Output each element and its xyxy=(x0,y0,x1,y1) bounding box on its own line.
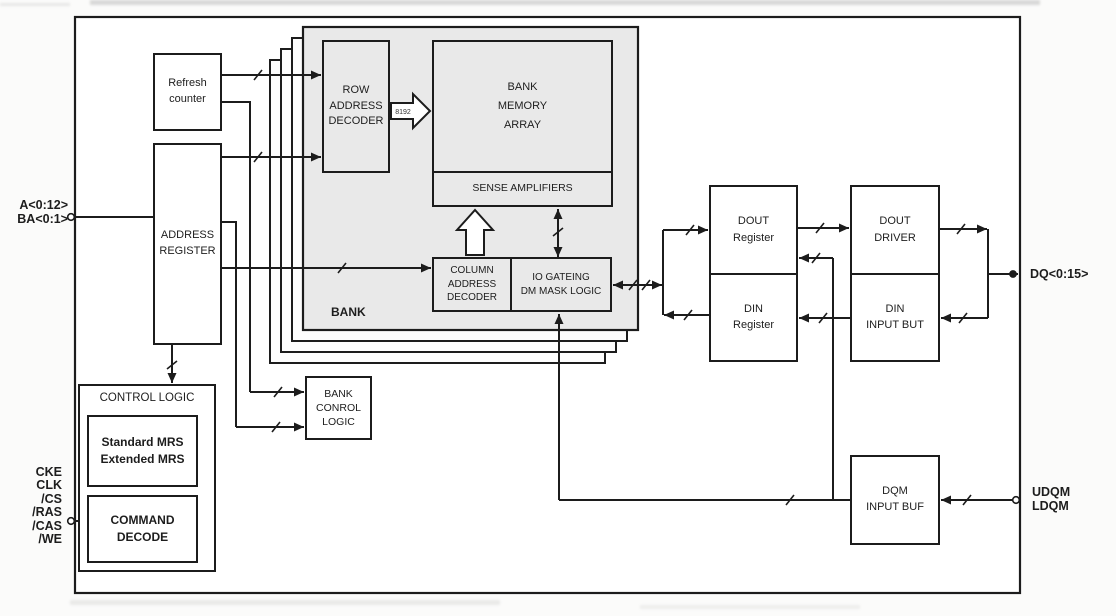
block-label: REGISTER xyxy=(159,245,216,257)
block-label: BANK xyxy=(507,80,538,93)
address-terminal xyxy=(66,212,76,222)
block-label: DRIVER xyxy=(874,231,916,244)
scan-artifact xyxy=(640,605,860,609)
block-label: DIN xyxy=(885,302,905,315)
dout-driver-din-buf-block: DOUT DRIVER DIN INPUT BUT xyxy=(850,185,940,362)
dout-register-block: DOUT Register xyxy=(711,187,796,273)
bus-width-slashes xyxy=(166,69,972,506)
dout-din-register-block: DOUT Register DIN Register xyxy=(709,185,798,362)
block-label: Register xyxy=(733,319,774,332)
bank-label: BANK xyxy=(331,305,366,319)
block-label: ADDRESS xyxy=(447,278,497,290)
address-bus-pin-label: A<0:12> BA<0:1> xyxy=(4,198,68,226)
block-label: DIN xyxy=(744,302,763,315)
bank-memory-array-block: BANK MEMORY ARRAY xyxy=(432,40,613,173)
block-label: IO GATEING xyxy=(532,271,590,283)
io-gating-block: IO GATEING DM MASK LOGIC xyxy=(510,257,612,312)
dqm-pins-label: UDQM LDQM xyxy=(1032,485,1070,513)
block-label: DECODE xyxy=(116,530,169,544)
block-label: DM MASK LOGIC xyxy=(520,285,602,297)
block-label: COMMAND xyxy=(110,512,175,527)
block-label: ADDRESS xyxy=(160,229,215,242)
address-wires xyxy=(74,70,431,522)
block-label: counter xyxy=(169,93,206,105)
scan-artifact xyxy=(70,600,500,605)
scan-artifact xyxy=(0,3,70,6)
pin-label: UDQM xyxy=(1032,485,1071,499)
pin-label: CKE xyxy=(35,465,62,479)
control-logic-title: CONTROL LOGIC xyxy=(99,392,195,404)
address-register-block: ADDRESS REGISTER xyxy=(153,143,222,345)
block-label: Extended MRS xyxy=(100,452,185,466)
pin-label: A<0:12> xyxy=(19,198,68,212)
block-label: DOUT xyxy=(737,215,770,228)
dqm-wires xyxy=(554,314,1017,505)
block-label: DOUT xyxy=(879,215,911,228)
din-input-buf-block: DIN INPUT BUT xyxy=(852,272,938,361)
pin-label: /WE xyxy=(38,532,62,547)
block-label: MEMORY xyxy=(497,99,548,112)
dout-driver-block: DOUT DRIVER xyxy=(852,187,938,273)
pin-label: /RAS xyxy=(32,505,62,520)
block-label: Register xyxy=(733,231,774,244)
pin-label: /CAS xyxy=(32,518,62,533)
block-label: Refresh xyxy=(168,77,207,90)
block-label: INPUT BUF xyxy=(866,501,924,513)
column-select-block-arrow xyxy=(454,208,496,256)
refresh-counter-block: Refresh counter xyxy=(153,53,222,131)
bank-control-logic-block: BANK CONROL LOGIC xyxy=(305,376,372,440)
block-label: DECODER xyxy=(328,115,384,128)
block-label: COLUMN xyxy=(450,265,494,277)
block-label: LOGIC xyxy=(322,416,355,429)
block-label: BANK xyxy=(324,387,353,400)
sense-amplifiers-block: SENSE AMPLIFIERS xyxy=(432,171,613,207)
block-label: INPUT BUT xyxy=(866,319,924,332)
block-label: CONROL xyxy=(316,401,361,414)
row-fanout-block-arrow: 8192 xyxy=(390,91,432,131)
scan-artifact xyxy=(90,0,1040,5)
dqm-input-buf-block: DQM INPUT BUF xyxy=(850,455,940,545)
block-label: DECODER xyxy=(446,292,497,304)
control-terminal xyxy=(66,516,76,526)
block-label: DQM xyxy=(882,485,908,498)
mrs-block: Standard MRS Extended MRS xyxy=(87,415,198,487)
dq-bus-pin-label: DQ<0:15> xyxy=(1030,267,1089,281)
row-address-decoder-block: ROW ADDRESS DECODER xyxy=(322,40,390,173)
bank-internal-wires xyxy=(553,209,662,290)
dqm-terminal xyxy=(1011,495,1021,505)
control-signals-pin-label: CKE CLK /CS /RAS /CAS /WE xyxy=(4,465,62,547)
block-label: Standard MRS xyxy=(101,434,184,449)
block-label: ARRAY xyxy=(503,119,542,132)
pin-label: CLK xyxy=(36,478,62,493)
pin-label: BA<0:1> xyxy=(17,212,68,226)
column-address-decoder-block: COLUMN ADDRESS DECODER xyxy=(432,257,512,312)
block-label: ROW xyxy=(342,83,370,96)
pad-terminals xyxy=(66,212,1021,526)
pin-label: /CS xyxy=(41,491,62,506)
dq-terminal xyxy=(1009,270,1017,278)
command-decode-block: COMMAND DECODE xyxy=(87,495,198,563)
block-label: SENSE AMPLIFIERS xyxy=(472,182,573,195)
din-register-block: DIN Register xyxy=(711,272,796,361)
pin-label: LDQM xyxy=(1032,499,1069,513)
row-fanout-label: 8192 xyxy=(395,109,411,116)
block-label: ADDRESS xyxy=(329,99,383,112)
